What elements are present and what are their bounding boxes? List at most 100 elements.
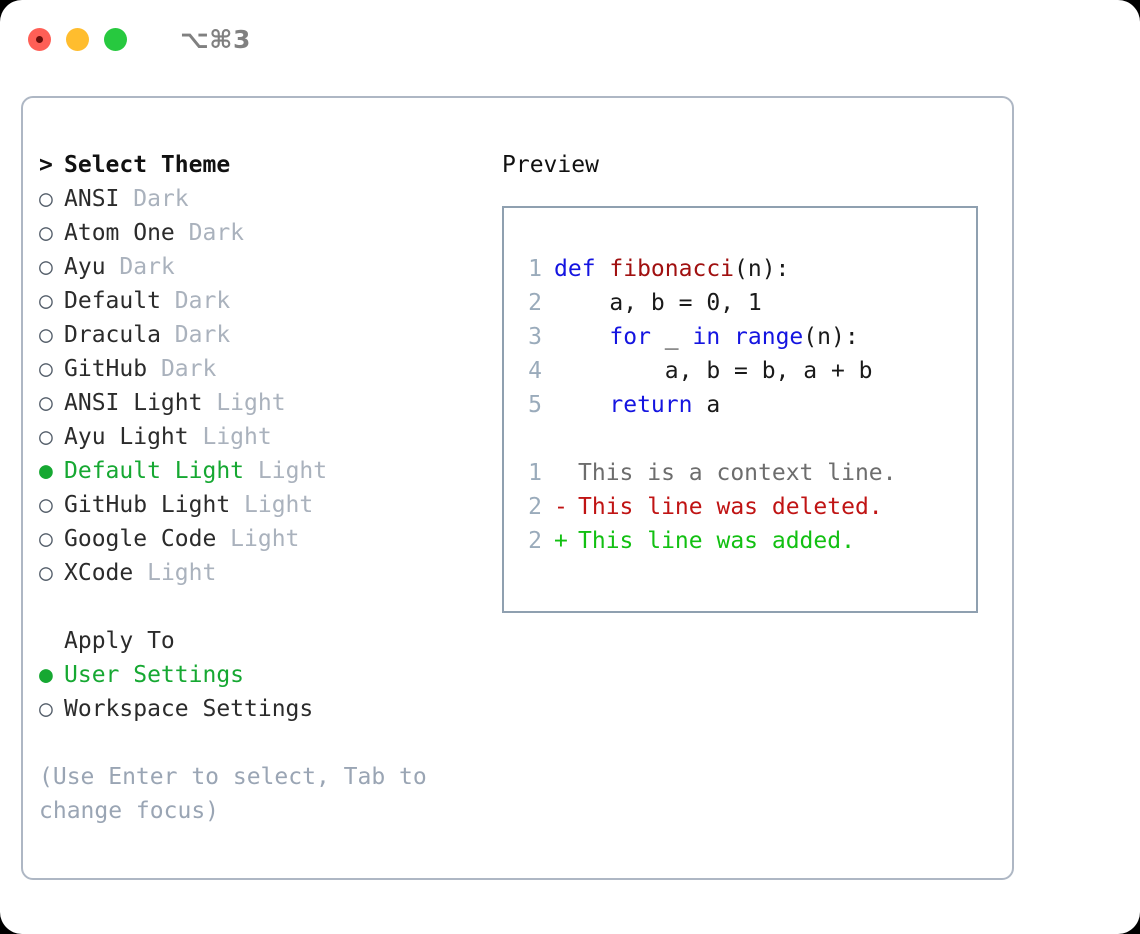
code-token-keyword: range: [734, 324, 804, 350]
theme-options-list[interactable]: ○ ANSI Dark ○ Atom One Dark ○ Ayu Dark ○ Defaul…: [39, 182, 479, 590]
diff-line-deleted: 2-This line was deleted.: [504, 490, 976, 524]
blank-marker-icon: ○: [39, 624, 64, 658]
radio-unselected-icon: ○: [39, 186, 53, 212]
theme-option-name: Ayu Light: [64, 424, 203, 450]
preview-title: Preview: [502, 152, 599, 178]
code-diff-spacer: [504, 422, 976, 456]
list-spacer: [39, 590, 479, 624]
theme-option-ayu[interactable]: ○Ayu Dark: [39, 250, 479, 284]
keyboard-hint-text: (Use Enter to select, Tab to change focu…: [39, 764, 441, 824]
radio-unselected-icon: ○: [39, 288, 53, 314]
code-token-keyword: for: [609, 324, 651, 350]
theme-option-name: Atom One: [64, 220, 189, 246]
code-line-number: 2: [528, 290, 542, 316]
theme-list-column: >Select Theme ○ANSI Dark○Atom One Dark○A…: [39, 148, 479, 726]
theme-option-ansi-light[interactable]: ○ANSI Light Light: [39, 386, 479, 420]
code-token-plain: [554, 320, 609, 354]
diff-line-context: 1 This is a context line.: [504, 456, 976, 490]
radio-unselected-icon: ○: [39, 390, 53, 416]
code-token-plain: [720, 320, 734, 354]
code-token-plain: [554, 388, 609, 422]
diff-line-text: This is a context line.: [578, 460, 897, 486]
traffic-lights: [28, 27, 127, 51]
page-title: Select Theme: [64, 152, 231, 178]
keyboard-shortcut-label: ⌥⌘3: [180, 24, 251, 54]
code-line: 5 return a: [504, 388, 976, 422]
theme-option-xcode[interactable]: ○ XCode Light: [39, 556, 479, 590]
diff-line-number: 2: [528, 528, 542, 554]
code-line: 3 for _ in range(n):: [504, 320, 976, 354]
maximize-window-button[interactable]: [104, 27, 127, 51]
code-token-plain: a, b = 0, 1: [554, 290, 762, 316]
theme-option-category: Dark: [160, 356, 217, 382]
theme-option-name: GitHub Light: [64, 492, 245, 518]
theme-option-name: ANSI Light: [64, 390, 217, 416]
theme-option-ayu-light[interactable]: ○Ayu Light Light: [39, 420, 479, 454]
diff-line-text: This line was added.: [578, 528, 855, 554]
theme-option-name: ANSI: [64, 186, 134, 212]
theme-option-name: XCode: [64, 560, 148, 586]
theme-option-category: Dark: [174, 322, 231, 348]
code-line: 4 a, b = b, a + b: [504, 354, 976, 388]
code-token-plain: a: [692, 392, 721, 418]
minimize-window-button[interactable]: [66, 27, 89, 51]
radio-unselected-icon: ○: [39, 220, 53, 246]
apply-to-option-name: Workspace Settings: [64, 696, 314, 722]
diff-line-number: 2: [528, 494, 542, 520]
code-line: 2 a, b = 0, 1: [504, 286, 976, 320]
theme-option-category: Light: [244, 492, 314, 518]
apply-to-option-workspace-settings[interactable]: ○ Workspace Settings: [39, 692, 479, 726]
radio-unselected-icon: ○: [39, 356, 53, 382]
theme-option-name: GitHub: [64, 356, 161, 382]
code-token-plain: (n):: [803, 324, 859, 350]
radio-unselected-icon: ○: [39, 322, 53, 348]
main-panel: >Select Theme ○ANSI Dark○Atom One Dark○A…: [21, 96, 1014, 880]
code-line-number: 5: [528, 392, 542, 418]
theme-option-category: Light: [257, 458, 328, 484]
apply-to-label: Apply To: [64, 628, 175, 654]
code-token-keyword: return: [609, 392, 693, 418]
close-window-button[interactable]: [28, 27, 51, 51]
apply-to-heading: ○Apply To: [39, 624, 479, 658]
apply-to-options-list[interactable]: ●User Settings ○ Workspace Settings: [39, 658, 479, 726]
theme-option-ansi[interactable]: ○ ANSI Dark: [39, 182, 479, 216]
radio-unselected-icon: ○: [39, 560, 53, 586]
theme-option-default[interactable]: ○ Default Dark: [39, 284, 479, 318]
theme-option-name: Google Code: [64, 526, 231, 552]
theme-option-dracula[interactable]: ○Dracula Dark: [39, 318, 479, 352]
code-token-plain: (n):: [734, 256, 790, 282]
theme-option-category: Dark: [174, 288, 231, 314]
theme-option-category: Dark: [188, 220, 245, 246]
theme-option-default-light[interactable]: ●Default Light Light: [39, 454, 479, 488]
diff-line-added: 2+This line was added.: [504, 524, 976, 558]
radio-unselected-icon: ○: [39, 492, 53, 518]
code-token-plain: _: [650, 324, 693, 350]
theme-option-google-code[interactable]: ○Google Code Light: [39, 522, 479, 556]
diff-sample: 1 This is a context line.2-This line was…: [504, 456, 976, 558]
radio-unselected-icon: ○: [39, 254, 53, 280]
code-line-number: 4: [528, 358, 542, 384]
apply-to-option-user-settings[interactable]: ●User Settings: [39, 658, 479, 692]
theme-option-github-light[interactable]: ○ GitHub Light Light: [39, 488, 479, 522]
title-bar: ⌥⌘3: [0, 0, 1140, 78]
theme-option-github[interactable]: ○ GitHub Dark: [39, 352, 479, 386]
diff-line-number: 1: [528, 460, 542, 486]
theme-option-category: Light: [147, 560, 217, 586]
radio-unselected-icon: ○: [39, 424, 53, 450]
apply-to-option-name: User Settings: [64, 662, 245, 688]
radio-unselected-icon: ○: [39, 696, 53, 722]
code-token-function: fibonacci: [609, 256, 735, 282]
code-token-plain: a, b = b, a + b: [554, 358, 873, 384]
theme-option-category: Dark: [133, 186, 189, 212]
theme-option-atom-one[interactable]: ○ Atom One Dark: [39, 216, 479, 250]
radio-unselected-icon: ○: [39, 526, 53, 552]
theme-option-name: Default: [64, 288, 175, 314]
theme-option-name: Ayu: [64, 254, 120, 280]
diff-marker-context: [554, 456, 578, 490]
radio-selected-icon: ●: [39, 458, 53, 484]
